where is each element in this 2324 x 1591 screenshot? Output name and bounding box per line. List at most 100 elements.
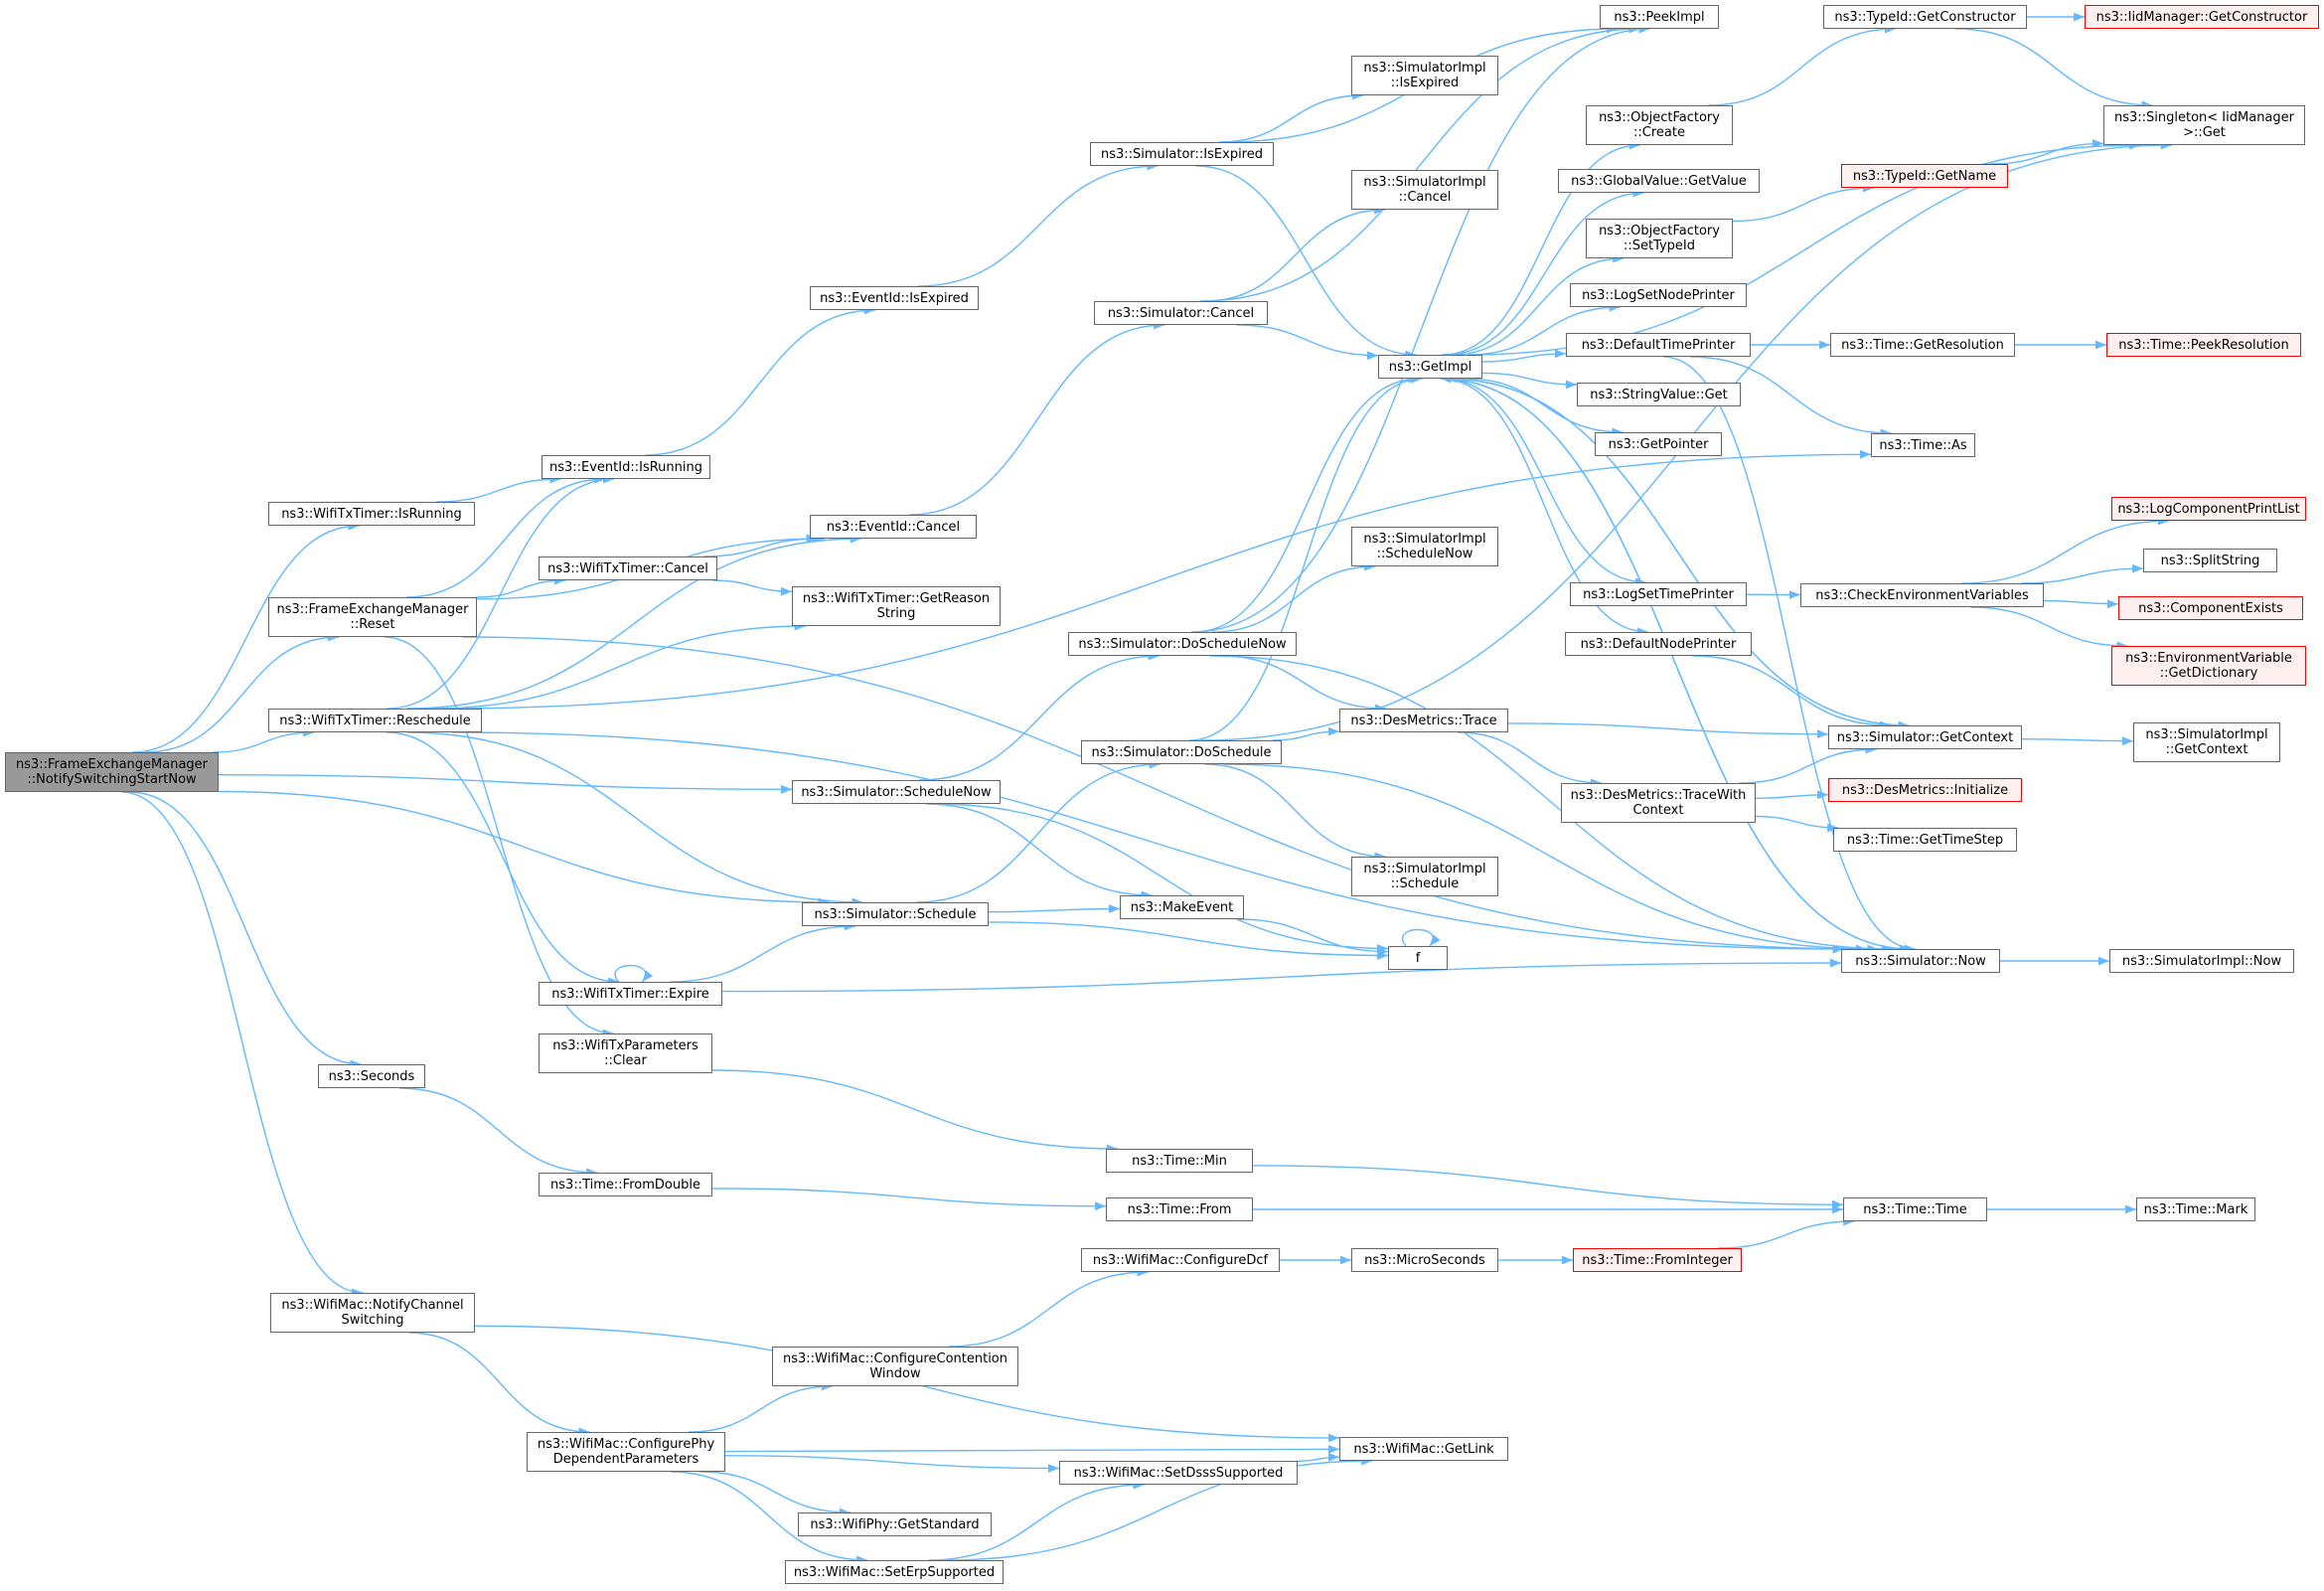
node-wtt-cancel[interactable]: ns3::WifiTxTimer::Cancel [539, 557, 717, 580]
node-singleton-get[interactable]: ns3::Singleton< IidManager >::Get [2103, 105, 2305, 145]
node-desmetrics-trace[interactable]: ns3::DesMetrics::Trace [1339, 709, 1508, 732]
node-componentexists[interactable]: ns3::ComponentExists [2118, 596, 2303, 620]
node-defaulttimeprinter[interactable]: ns3::DefaultTimePrinter [1566, 333, 1751, 357]
node-logsettimeprinter[interactable]: ns3::LogSetTimePrinter [1570, 582, 1747, 606]
edge-getimpl-to-logsetnodeprinter [1468, 302, 1621, 356]
node-time-frominteger[interactable]: ns3::Time::FromInteger [1573, 1248, 1742, 1272]
edge-getimpl-to-stringvalue_get [1481, 372, 1578, 390]
node-typeid-getname[interactable]: ns3::TypeId::GetName [1841, 164, 2008, 188]
edge-typeid_getname-to-singleton_get [1990, 138, 2104, 165]
node-time-as[interactable]: ns3::Time::As [1871, 433, 1975, 457]
node-sim-doschedule[interactable]: ns3::Simulator::DoSchedule [1081, 740, 1282, 764]
edge-getimpl-to-defaulttimeprinter [1481, 349, 1567, 363]
node-time-gettimestep[interactable]: ns3::Time::GetTimeStep [1833, 828, 2017, 852]
node-of-settypeid[interactable]: ns3::ObjectFactory ::SetTypeId [1586, 219, 1733, 258]
node-sim-getcontext[interactable]: ns3::Simulator::GetContext [1828, 725, 2022, 749]
node-getpointer[interactable]: ns3::GetPointer [1595, 432, 1722, 456]
node-wm-configcw[interactable]: ns3::WifiMac::ConfigureContention Window [772, 1347, 1018, 1386]
edge-sim_doschedulenow-to-peekimpl [1191, 24, 1650, 633]
node-wm-configphy[interactable]: ns3::WifiMac::ConfigurePhy DependentPara… [527, 1432, 725, 1472]
node-eventid-cancel[interactable]: ns3::EventId::Cancel [810, 515, 977, 539]
node-iid-getconstructor[interactable]: ns3::IidManager::GetConstructor [2085, 5, 2319, 29]
edge-wtt_cancel-to-wtt_getreason [712, 579, 793, 596]
node-simimpl-now[interactable]: ns3::SimulatorImpl::Now [2109, 949, 2294, 973]
edge-sim_cancel-to-peekimpl [1199, 24, 1640, 302]
node-sim-isexpired[interactable]: ns3::Simulator::IsExpired [1090, 142, 1274, 166]
edge-fem_reset-to-sim_now [462, 636, 1868, 954]
edge-checkenv-to-componentexists [2043, 599, 2119, 609]
node-eventid-isrunning[interactable]: ns3::EventId::IsRunning [542, 455, 710, 479]
node-sim-now[interactable]: ns3::Simulator::Now [1841, 949, 2000, 973]
edge-sim_isexpired-to-simimpl_isexpired [1218, 90, 1364, 143]
edge-sim_schedule-to-sim_doschedule [916, 759, 1161, 903]
edge-of_create-to-typeid_getconstructor [1708, 24, 1897, 106]
edge-wtt_reschedule-to-wtt_expire [386, 731, 620, 987]
node-sim-cancel[interactable]: ns3::Simulator::Cancel [1094, 301, 1268, 325]
node-checkenv[interactable]: ns3::CheckEnvironmentVariables [1800, 583, 2044, 607]
node-f[interactable]: f [1388, 946, 1448, 970]
edge-defaulttimeprinter-to-time_as [1689, 356, 1892, 438]
node-of-create[interactable]: ns3::ObjectFactory ::Create [1586, 105, 1733, 145]
node-eventid-isexpired[interactable]: ns3::EventId::IsExpired [810, 286, 979, 310]
edge-wtt_expire-to-sim_schedule [670, 921, 856, 983]
node-simimpl-schedulenow[interactable]: ns3::SimulatorImpl ::ScheduleNow [1351, 527, 1498, 566]
node-envvar-getdict[interactable]: ns3::EnvironmentVariable ::GetDictionary [2111, 646, 2306, 686]
node-wm-setdsss[interactable]: ns3::WifiMac::SetDsssSupported [1059, 1461, 1298, 1485]
node-wm-seterp[interactable]: ns3::WifiMac::SetErpSupported [785, 1560, 1004, 1584]
node-seconds[interactable]: ns3::Seconds [318, 1064, 425, 1088]
edge-sim_isexpired-to-getimpl [1195, 165, 1417, 360]
node-simimpl-cancel[interactable]: ns3::SimulatorImpl ::Cancel [1351, 170, 1498, 210]
node-gv-getvalue[interactable]: ns3::GlobalValue::GetValue [1558, 169, 1760, 193]
node-wtt-isrunning[interactable]: ns3::WifiTxTimer::IsRunning [268, 502, 475, 526]
node-time-min[interactable]: ns3::Time::Min [1106, 1149, 1253, 1173]
edge-sim_doschedulenow-to-sim_now [1209, 655, 1894, 954]
edge-time_frominteger-to-time_time [1718, 1216, 1855, 1249]
node-sim-doschedulenow[interactable]: ns3::Simulator::DoScheduleNow [1068, 632, 1297, 656]
node-dm-initialize[interactable]: ns3::DesMetrics::Initialize [1828, 778, 2022, 802]
node-wtt-getreason[interactable]: ns3::WifiTxTimer::GetReason String [792, 586, 1001, 626]
node-time-getresolution[interactable]: ns3::Time::GetResolution [1830, 333, 2015, 357]
edge-wtt_reschedule-to-eventid_isrunning [387, 474, 615, 710]
node-time-from[interactable]: ns3::Time::From [1106, 1197, 1253, 1221]
node-sim-schedule[interactable]: ns3::Simulator::Schedule [802, 902, 989, 926]
node-microseconds[interactable]: ns3::MicroSeconds [1351, 1248, 1498, 1272]
node-logcomponentprintlist[interactable]: ns3::LogComponentPrintList [2111, 497, 2306, 521]
node-wtt-reschedule[interactable]: ns3::WifiTxTimer::Reschedule [268, 709, 482, 732]
node-fem-reset[interactable]: ns3::FrameExchangeManager ::Reset [268, 597, 477, 637]
node-peekimpl[interactable]: ns3::PeekImpl [1600, 5, 1719, 29]
edge-dm_tracewithcontext-to-dm_initialize [1755, 790, 1829, 800]
node-makeevent[interactable]: ns3::MakeEvent [1120, 895, 1244, 919]
edge-wtt_expire-to-wtt_expire [614, 964, 654, 983]
edge-sim_getcontext-to-simimpl_getcontext [2021, 736, 2134, 746]
node-time-mark[interactable]: ns3::Time::Mark [2136, 1197, 2255, 1221]
node-defaultnodeprinter[interactable]: ns3::DefaultNodePrinter [1565, 632, 1752, 656]
node-wphy-getstd[interactable]: ns3::WifiPhy::GetStandard [798, 1512, 992, 1536]
node-root[interactable]: ns3::FrameExchangeManager ::NotifySwitch… [5, 752, 219, 792]
edge-wtt_cancel-to-eventid_cancel [703, 534, 818, 557]
edge-root-to-wm_notify [121, 791, 364, 1298]
edge-eventid_isrunning-to-eventid_isexpired [645, 305, 875, 456]
node-time-fromdouble[interactable]: ns3::Time::FromDouble [539, 1173, 712, 1196]
node-wm-notify[interactable]: ns3::WifiMac::NotifyChannel Switching [270, 1293, 475, 1333]
node-getimpl[interactable]: ns3::GetImpl [1378, 355, 1482, 379]
node-dm-tracewithcontext[interactable]: ns3::DesMetrics::TraceWith Context [1561, 783, 1756, 823]
node-time-peekresolution[interactable]: ns3::Time::PeekResolution [2106, 333, 2301, 357]
node-sim-schedulenow[interactable]: ns3::Simulator::ScheduleNow [792, 780, 1001, 804]
node-simimpl-isexpired[interactable]: ns3::SimulatorImpl ::IsExpired [1351, 56, 1498, 95]
node-wm-configdcf[interactable]: ns3::WifiMac::ConfigureDcf [1081, 1248, 1280, 1272]
node-wtp-clear[interactable]: ns3::WifiTxParameters ::Clear [539, 1034, 712, 1073]
edge-time_fromdouble-to-time_from [711, 1188, 1107, 1211]
node-wtt-expire[interactable]: ns3::WifiTxTimer::Expire [539, 982, 722, 1006]
node-typeid-getconstructor[interactable]: ns3::TypeId::GetConstructor [1823, 5, 2027, 29]
edge-sim_getcontext-to-getimpl [1446, 374, 1910, 726]
edge-wm_notify-to-wm_configphy [408, 1332, 590, 1437]
node-stringvalue-get[interactable]: ns3::StringValue::Get [1577, 383, 1741, 406]
node-simimpl-schedule[interactable]: ns3::SimulatorImpl ::Schedule [1351, 857, 1498, 896]
edge-getimpl-to-gv_getvalue [1445, 188, 1644, 356]
node-time-time[interactable]: ns3::Time::Time [1843, 1197, 1987, 1221]
node-splitstring[interactable]: ns3::SplitString [2143, 549, 2277, 572]
edge-root-to-sim_schedulenow [218, 774, 793, 794]
node-logsetnodeprinter[interactable]: ns3::LogSetNodePrinter [1570, 283, 1747, 307]
node-simimpl-getcontext[interactable]: ns3::SimulatorImpl ::GetContext [2133, 722, 2280, 762]
node-wm-getlink[interactable]: ns3::WifiMac::GetLink [1339, 1437, 1508, 1461]
